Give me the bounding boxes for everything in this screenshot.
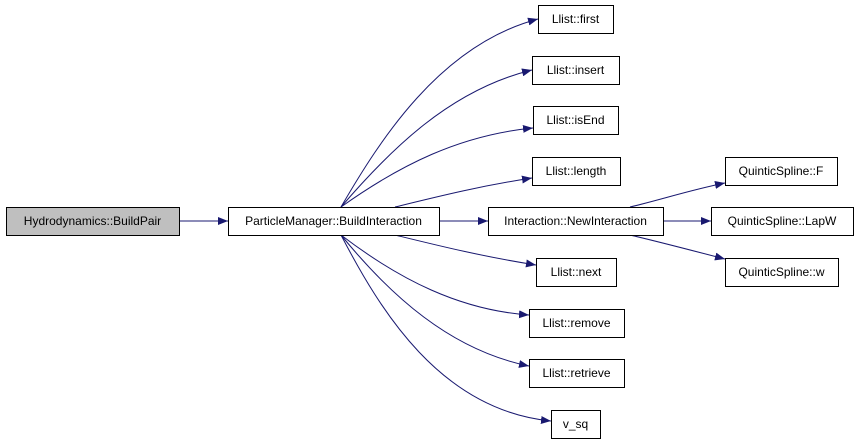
node-box[interactable] xyxy=(711,207,854,236)
node-label: Interaction::NewInteraction xyxy=(504,214,647,228)
node-box[interactable] xyxy=(538,5,614,34)
graph-node[interactable]: Llist::remove xyxy=(529,309,625,338)
node-box[interactable] xyxy=(536,258,617,287)
edge-n1-n2 xyxy=(340,17,539,208)
edge-n1-n7 xyxy=(394,234,537,268)
edge-n1-n8 xyxy=(340,234,530,319)
graph-node[interactable]: ParticleManager::BuildInteraction xyxy=(228,207,440,236)
edge-n6-n11 xyxy=(629,181,726,208)
nodes-layer: Hydrodynamics::BuildPair ParticleManager:… xyxy=(6,5,854,439)
edge-n1-n3 xyxy=(340,68,533,208)
edge-n1-n5 xyxy=(394,175,533,208)
node-label: Llist::insert xyxy=(547,63,605,77)
node-label: Llist::first xyxy=(552,12,600,26)
graph-node[interactable]: Llist::insert xyxy=(532,56,620,85)
edge-n1-n10 xyxy=(340,234,552,424)
node-label: Llist::next xyxy=(551,265,602,279)
node-label: QuinticSpline::F xyxy=(739,164,824,178)
graph-node[interactable]: QuinticSpline::w xyxy=(725,258,839,287)
graph-node[interactable]: Hydrodynamics::BuildPair xyxy=(6,207,180,236)
node-box[interactable] xyxy=(529,359,625,388)
graph-node[interactable]: Llist::first xyxy=(538,5,614,34)
graph-node[interactable]: Llist::isEnd xyxy=(533,106,619,135)
node-box[interactable] xyxy=(725,258,839,287)
node-label: ParticleManager::BuildInteraction xyxy=(245,214,422,228)
node-label: Llist::remove xyxy=(542,316,610,330)
node-box[interactable] xyxy=(533,106,619,135)
edge-n1-n4 xyxy=(340,124,534,208)
node-label: Llist::length xyxy=(546,164,607,178)
graph-node[interactable]: v_sq xyxy=(551,410,601,439)
node-box[interactable] xyxy=(532,56,620,85)
edge-n1-n9 xyxy=(340,234,530,368)
node-label: QuinticSpline::LapW xyxy=(728,214,837,228)
graph-node[interactable]: Llist::length xyxy=(532,157,621,186)
node-box[interactable] xyxy=(529,309,625,338)
node-box[interactable] xyxy=(228,207,440,236)
graph-node[interactable]: QuinticSpline::LapW xyxy=(711,207,854,236)
node-box[interactable] xyxy=(488,207,664,236)
node-label: Hydrodynamics::BuildPair xyxy=(24,214,161,228)
graph-node[interactable]: QuinticSpline::F xyxy=(725,157,838,186)
node-label: Llist::retrieve xyxy=(542,366,610,380)
edge-n6-n13 xyxy=(629,234,726,261)
edges-layer xyxy=(179,17,726,424)
graph-node[interactable]: Llist::next xyxy=(536,258,617,287)
node-box[interactable] xyxy=(532,157,621,186)
node-box[interactable] xyxy=(725,157,838,186)
graph-node[interactable]: Interaction::NewInteraction xyxy=(488,207,664,236)
node-label: v_sq xyxy=(563,417,588,431)
graph-node[interactable]: Llist::retrieve xyxy=(529,359,625,388)
node-box[interactable] xyxy=(551,410,601,439)
node-label: QuinticSpline::w xyxy=(738,265,824,279)
node-box[interactable] xyxy=(6,207,180,236)
node-label: Llist::isEnd xyxy=(546,113,604,127)
